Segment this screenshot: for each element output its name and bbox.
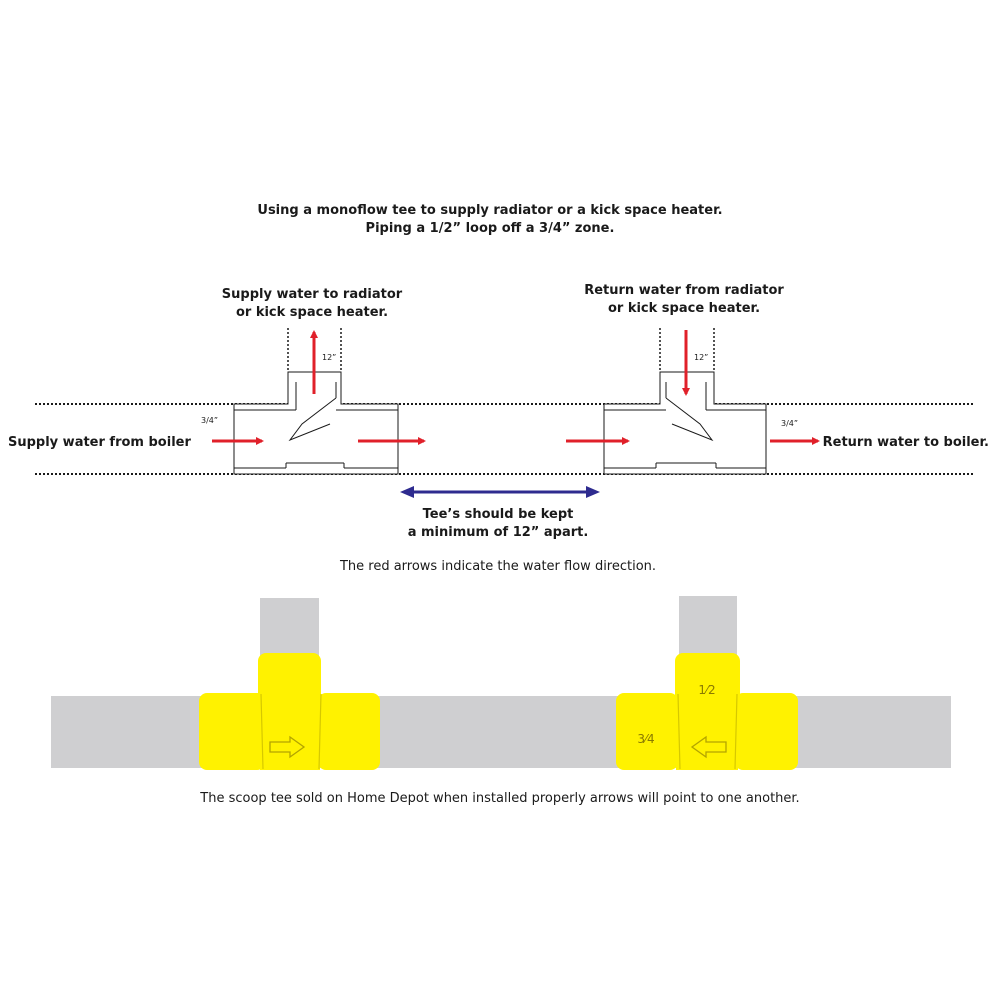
left-branch-gray-pipe [260, 598, 319, 658]
left-monoflow-tee [233, 371, 399, 475]
right-monoflow-tee [603, 371, 767, 475]
size-label-branch-left: 12” [322, 353, 336, 362]
right-tee-arrow-left-icon [690, 735, 727, 759]
title-line-1: Using a monoflow tee to supply radiator … [257, 203, 722, 218]
title-line-2: Piping a 1/2” loop off a 3/4” zone. [366, 221, 615, 236]
size-label-branch-right: 12” [694, 353, 708, 362]
size-label-main-left: 3/4” [201, 416, 218, 425]
fitting-size-three-quarter: 3⁄4 [637, 732, 654, 746]
label-supply-radiator-1: Supply water to radiator [222, 287, 403, 302]
main-gray-pipe [51, 696, 951, 768]
scoop-tee-illustration: 1⁄2 3⁄4 [51, 596, 951, 770]
label-return-radiator-1: Return water from radiator [584, 283, 784, 298]
label-supply-from-boiler: Supply water from boiler [8, 435, 191, 450]
label-return-radiator-2: or kick space heater. [608, 301, 760, 316]
right-yellow-scoop-tee: 1⁄2 3⁄4 [616, 653, 798, 770]
left-yellow-scoop-tee [199, 653, 380, 770]
flow-direction-note: The red arrows indicate the water flow d… [339, 559, 656, 574]
label-supply-radiator-2: or kick space heater. [236, 305, 388, 320]
spacing-double-arrow [400, 486, 600, 498]
label-return-to-boiler: Return water to boiler. [823, 435, 989, 450]
left-tee-arrow-right-icon [269, 735, 306, 759]
right-branch-gray-pipe [679, 596, 737, 658]
spacing-note-1: Tee’s should be kept [423, 507, 574, 522]
scoop-tee-note: The scoop tee sold on Home Depot when in… [199, 791, 799, 806]
spacing-note-2: a minimum of 12” apart. [408, 525, 589, 540]
fitting-size-half: 1⁄2 [698, 683, 715, 697]
size-label-main-right: 3/4” [781, 419, 798, 428]
